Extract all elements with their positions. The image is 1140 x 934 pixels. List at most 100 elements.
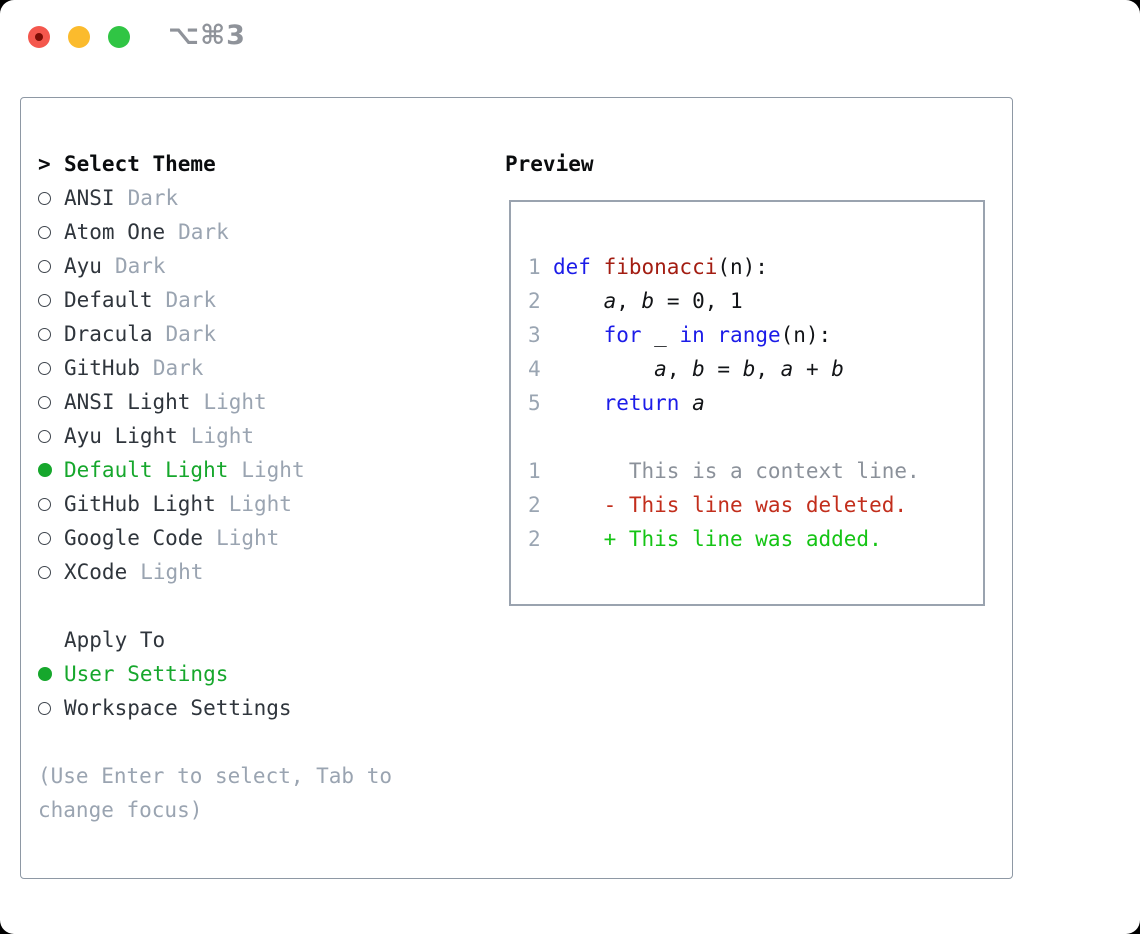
code-token: b [742, 357, 756, 381]
theme-option-ansi[interactable]: ANSI Dark [38, 181, 478, 215]
radio-marker [38, 327, 64, 341]
code-token: a [654, 357, 667, 381]
theme-variant: Light [241, 458, 305, 482]
apply-option-label: Workspace Settings [64, 696, 292, 720]
radio-marker [38, 191, 64, 205]
spacer [38, 725, 478, 759]
selected-radio-icon [38, 463, 52, 477]
code-token: (n): [780, 323, 832, 347]
code-token [553, 391, 604, 415]
theme-variant: Light [216, 526, 280, 550]
radio-icon [38, 701, 51, 715]
code-token: This is a context line. [553, 459, 920, 483]
radio-marker [38, 259, 64, 273]
code-token: b [641, 289, 655, 313]
radio-marker [38, 463, 64, 477]
theme-name: Ayu [64, 254, 102, 278]
code-line [528, 420, 983, 454]
prompt-icon: > [38, 152, 51, 176]
radio-icon [38, 395, 51, 409]
code-token [705, 323, 718, 347]
apply-option-user-settings[interactable]: User Settings [38, 657, 478, 691]
theme-variant: Light [190, 424, 255, 448]
theme-option-ayu[interactable]: Ayu Dark [38, 249, 478, 283]
theme-name: XCode [64, 560, 128, 584]
radio-marker [38, 701, 64, 715]
code-token [553, 323, 604, 347]
theme-name: Dracula [64, 322, 153, 346]
theme-name: ANSI [64, 186, 115, 210]
theme-name: Ayu Light [64, 424, 178, 448]
radio-icon [38, 565, 51, 579]
selected-radio-icon [38, 667, 52, 681]
radio-marker [38, 225, 64, 239]
theme-option-ayu-light[interactable]: Ayu Light Light [38, 419, 478, 453]
apply-to-title: Apply To [64, 628, 166, 652]
code-token: range [717, 323, 781, 347]
radio-marker [38, 531, 64, 545]
radio-marker [38, 395, 64, 409]
line-number: 5 [528, 391, 541, 415]
code-token: (n): [717, 255, 768, 279]
zoom-button[interactable] [108, 26, 130, 48]
code-line: 2 - This line was deleted. [528, 488, 983, 522]
line-number: 2 [528, 493, 541, 517]
radio-marker [38, 293, 64, 307]
code-token: = 0, 1 [654, 289, 743, 313]
code-token: - This line was deleted. [553, 493, 908, 517]
theme-name: Default Light [64, 458, 229, 482]
theme-name: GitHub [64, 356, 140, 380]
line-number: 2 [528, 527, 541, 551]
code-token: for [603, 323, 642, 347]
select-theme-header: > Select Theme [38, 147, 478, 181]
radio-marker [38, 429, 64, 443]
code-line: 2 + This line was added. [528, 522, 983, 556]
code-token: fibonacci [603, 255, 718, 279]
radio-icon [38, 497, 51, 511]
radio-marker [38, 565, 64, 579]
code-token: + This line was added. [553, 527, 882, 551]
code-token: in [679, 323, 705, 347]
close-button[interactable] [28, 26, 50, 48]
theme-variant: Light [228, 492, 292, 516]
code-token: a [692, 391, 705, 415]
code-token: , [755, 357, 781, 381]
apply-option-workspace-settings[interactable]: Workspace Settings [38, 691, 478, 725]
code-token: b [831, 357, 844, 381]
radio-icon [38, 225, 51, 239]
code-token: return [603, 391, 680, 415]
code-token: def [553, 255, 604, 279]
theme-variant: Dark [127, 186, 179, 210]
code-token: , [666, 357, 693, 381]
minimize-button[interactable] [68, 26, 90, 48]
line-number: 2 [528, 289, 541, 313]
select-theme-title: Select Theme [64, 152, 216, 176]
code-token: , [616, 289, 642, 313]
theme-variant: Dark [114, 254, 166, 278]
radio-icon [38, 327, 51, 341]
keyboard-hint: (Use Enter to select, Tab to change focu… [38, 764, 393, 822]
apply-to-header: Apply To [38, 623, 478, 657]
theme-option-default-light[interactable]: Default Light Light [38, 453, 478, 487]
code-line: 3 for _ in range(n): [528, 318, 983, 352]
apply-option-label: User Settings [64, 662, 229, 686]
line-number: 1 [528, 459, 541, 483]
unsaved-dot-icon [35, 33, 43, 41]
code-line: 2 a, b = 0, 1 [528, 284, 983, 318]
line-number: 1 [528, 255, 541, 279]
radio-icon [38, 429, 51, 443]
